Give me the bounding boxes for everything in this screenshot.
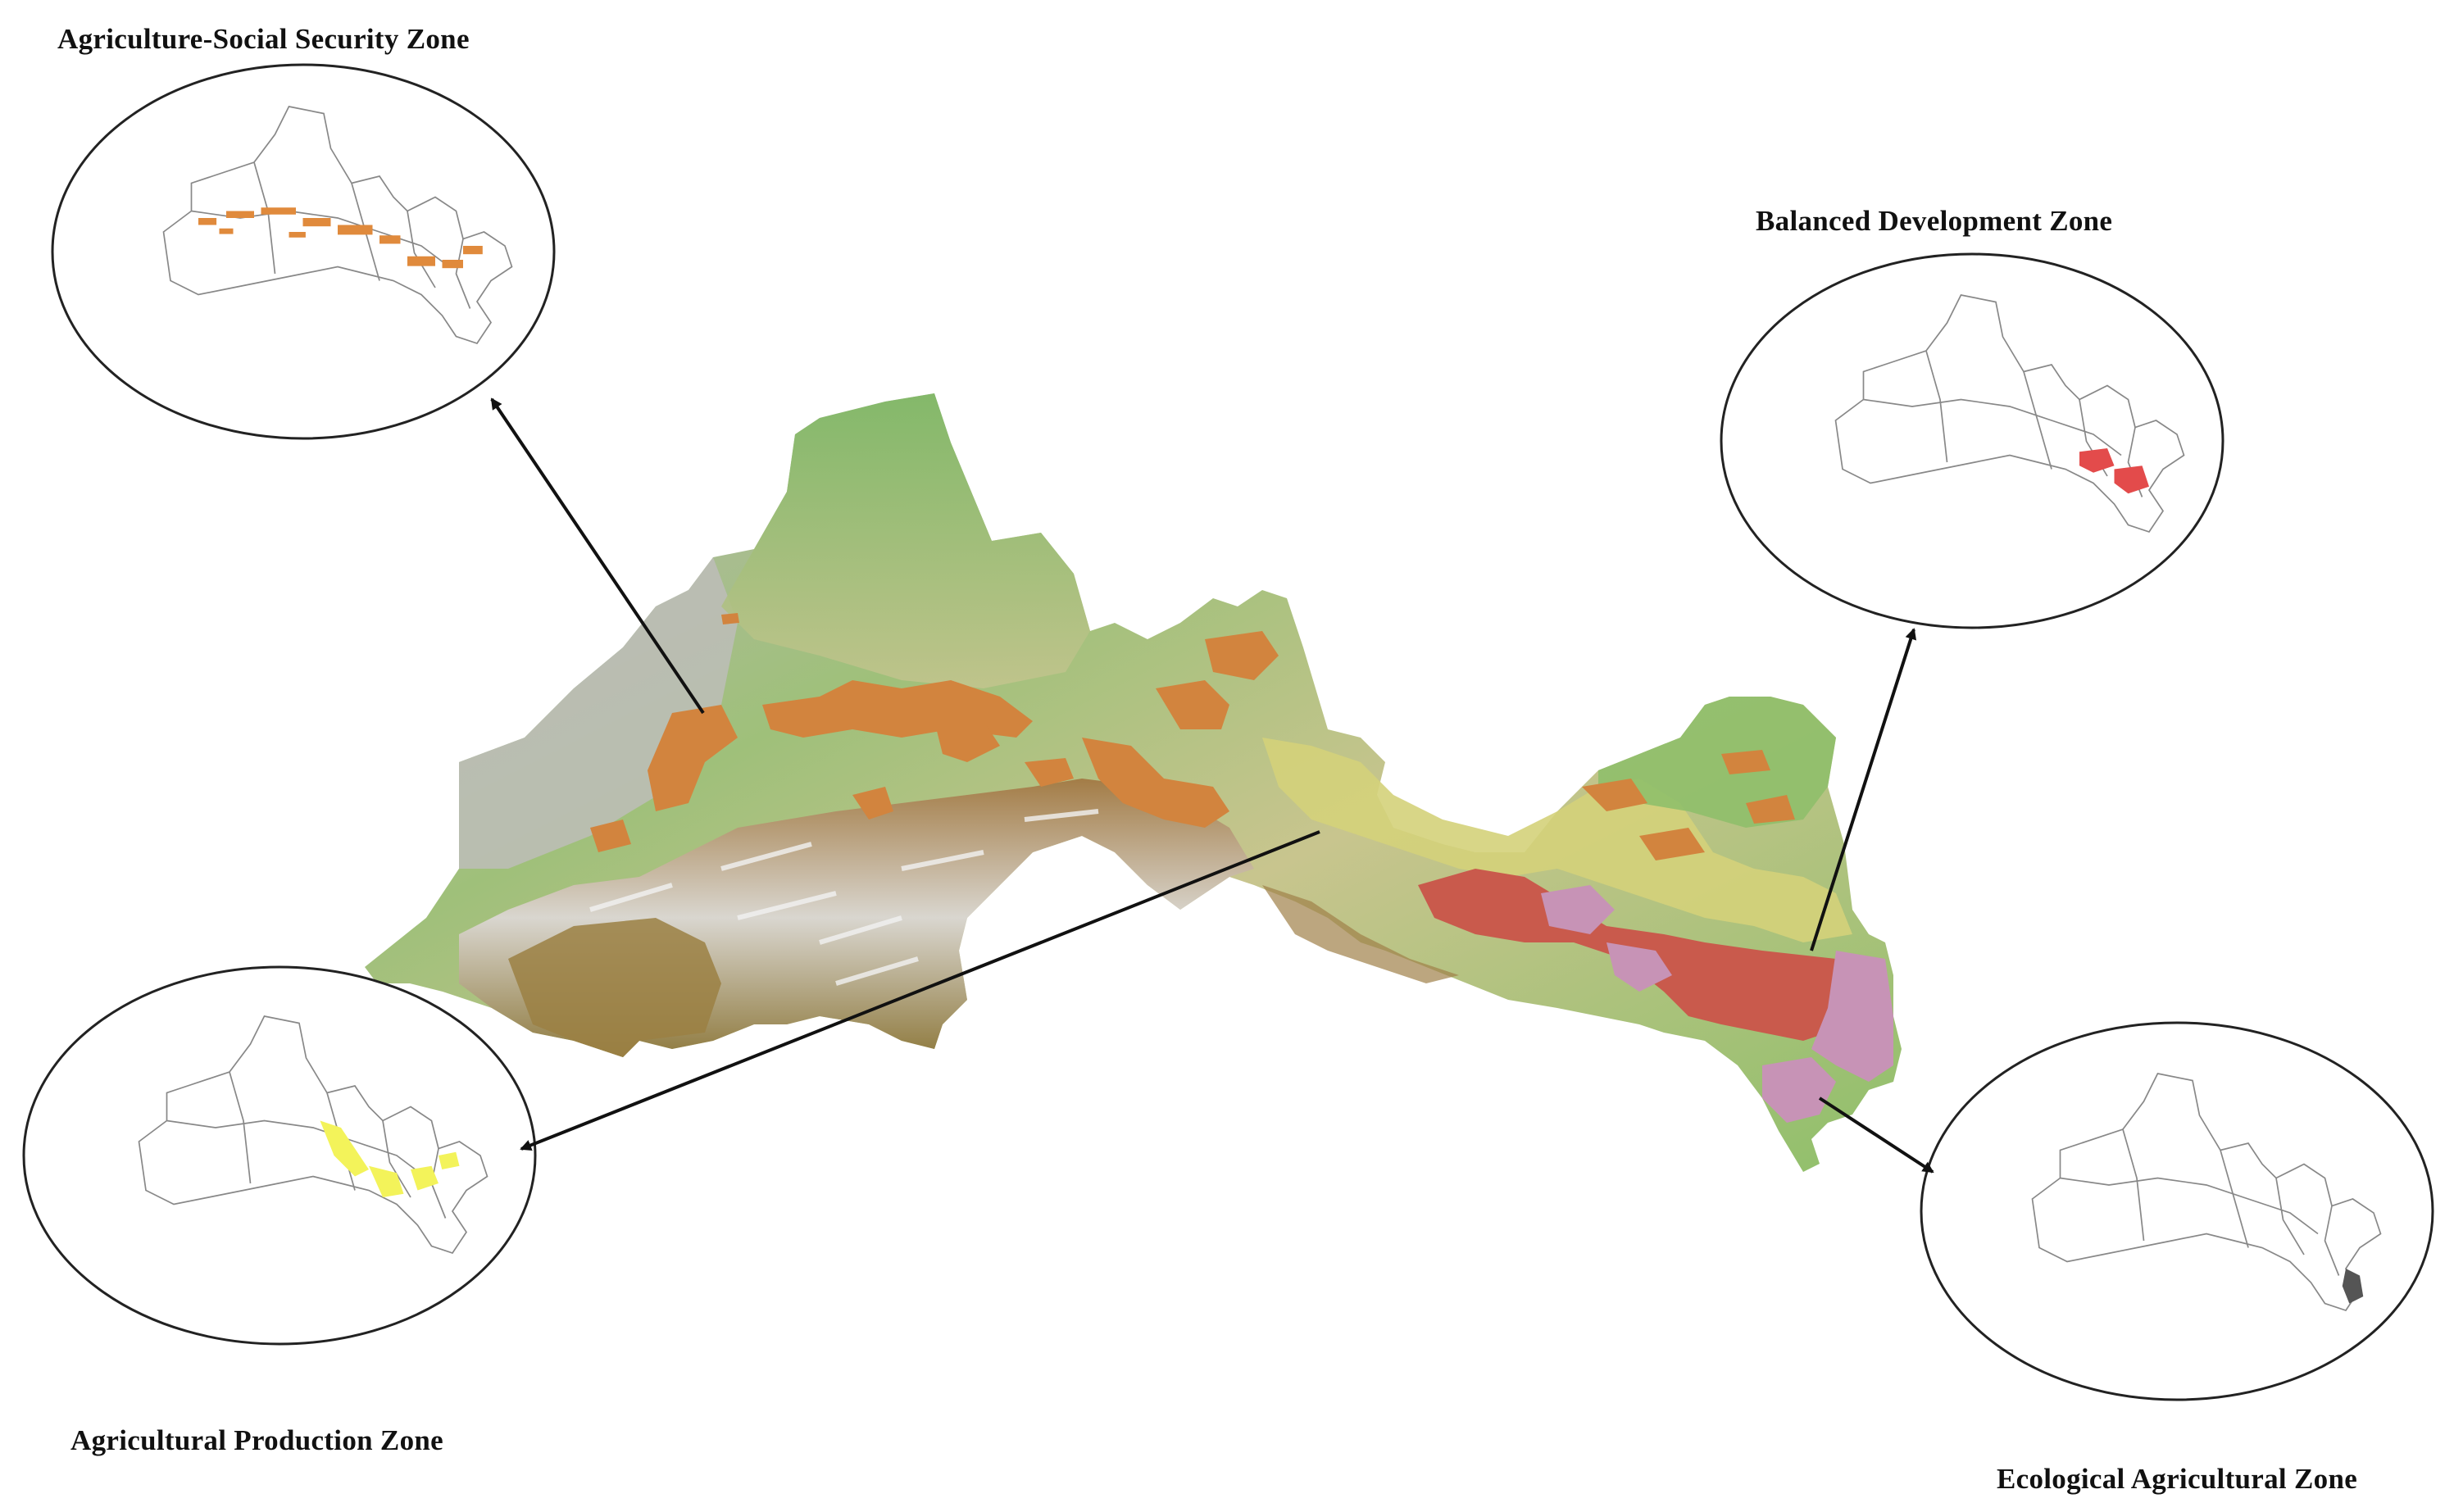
snow-streaks	[589, 809, 1099, 986]
inset-eco-agri	[1920, 1021, 2434, 1401]
inset-balanced	[1720, 252, 2225, 629]
desert-region	[459, 557, 738, 869]
label-agri-social-zone: Agriculture-Social Security Zone	[57, 23, 470, 55]
eastern-green-lobe	[1598, 697, 1836, 828]
main-province-map	[365, 393, 1902, 1172]
inset-agri-production	[22, 965, 537, 1346]
basin-region	[508, 918, 721, 1057]
arrows	[490, 397, 1934, 1174]
label-agri-production-zone: Agricultural Production Zone	[70, 1424, 443, 1456]
arrow-eco-agri	[1818, 1097, 1934, 1174]
inset-agri-social	[51, 63, 556, 440]
arrow-agri-social	[490, 397, 705, 715]
agri-social-patches	[590, 613, 1795, 860]
northern-green-band	[721, 393, 1090, 688]
eco-agri-area	[1541, 885, 1893, 1123]
southern-tail	[1262, 885, 1459, 983]
arrow-balanced	[1810, 628, 1917, 951]
label-eco-agri-zone: Ecological Agricultural Zone	[1997, 1463, 2358, 1495]
arrow-agri-production	[520, 830, 1320, 1151]
agri-production-area	[1262, 738, 1852, 942]
label-balanced-zone: Balanced Development Zone	[1756, 205, 2113, 237]
